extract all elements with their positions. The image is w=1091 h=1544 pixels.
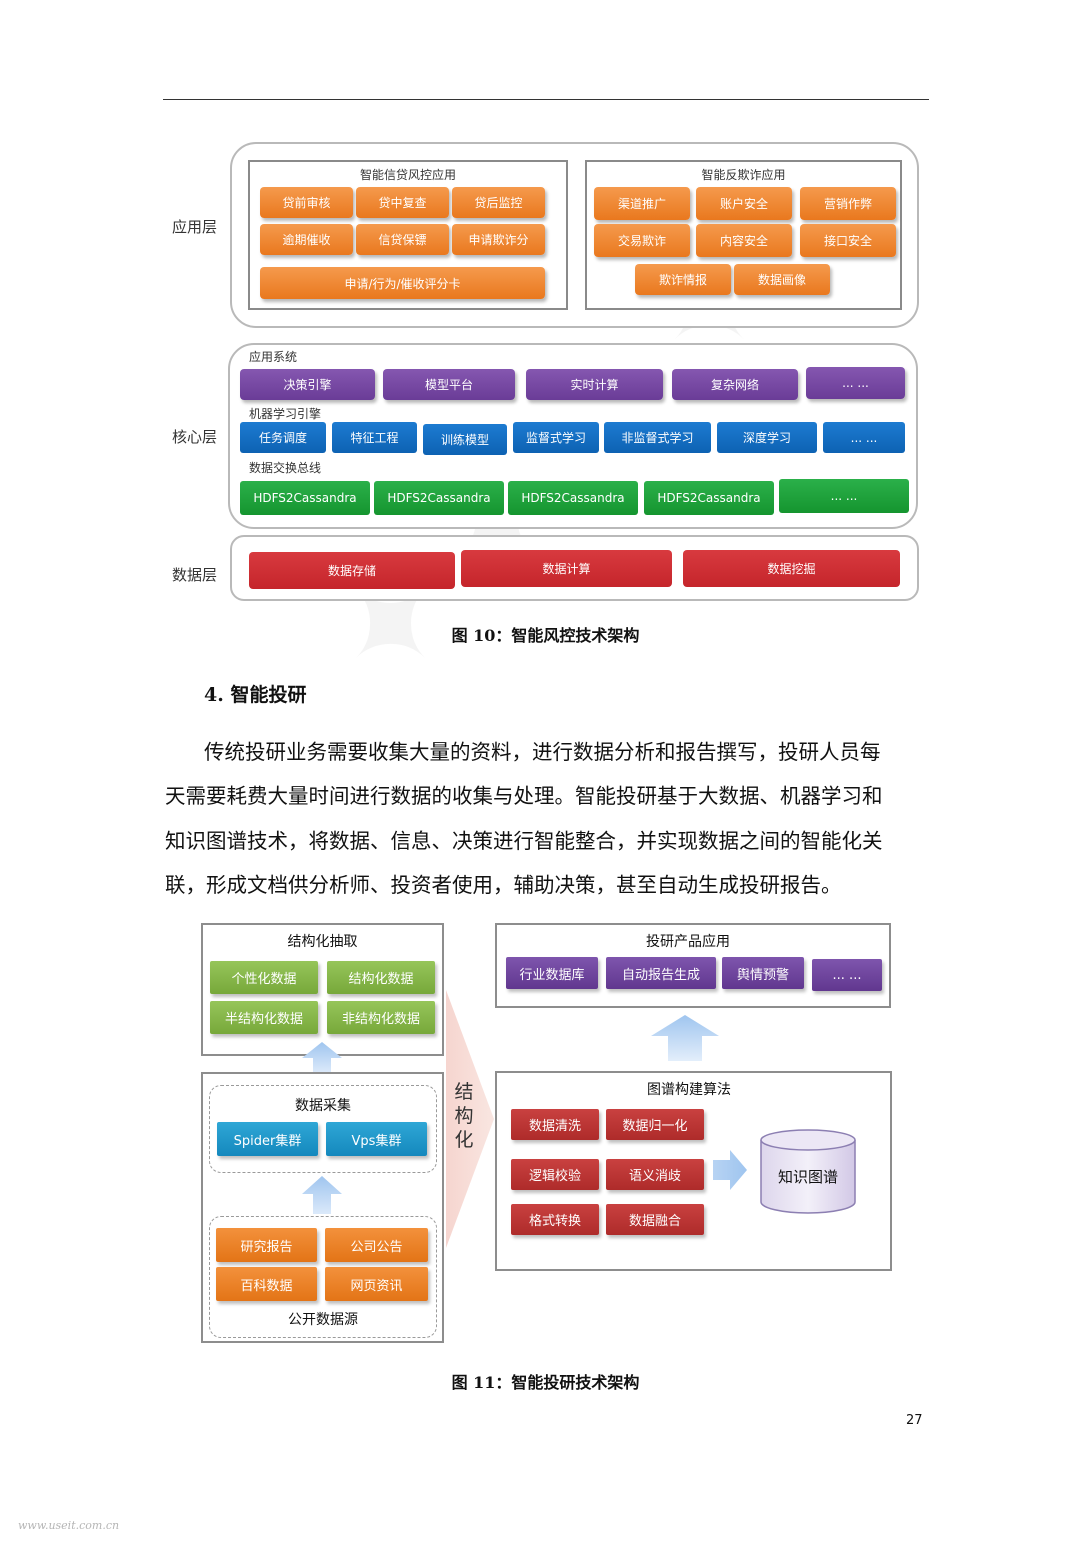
knowledge-graph-label: 知识图谱 [777,1168,838,1186]
header-rule [163,99,929,100]
paragraph-line: 传统投研业务需要收集大量的资料，进行数据分析和报告撰写，投研人员每 [204,740,881,764]
data-bus-item: HDFS2Cassandra [644,481,774,515]
credit-item: 贷后监控 [452,187,545,218]
layer-label-core: 核心层 [172,428,218,446]
app-system-item: 复杂网络 [672,369,798,400]
up-arrow-icon [302,1176,342,1214]
structuring-char: 化 [454,1129,474,1151]
source-item: 网页资讯 [325,1267,428,1301]
antifraud-item: 账户安全 [696,187,792,220]
data-layer-item: 数据挖掘 [683,550,900,587]
antifraud-item: 数据画像 [734,264,830,295]
ml-engine-item: 训练模型 [423,424,507,455]
paragraph-line: 知识图谱技术，将数据、信息、决策进行智能整合，并实现数据之间的智能化关 [165,829,883,853]
figure-10-caption: 图 10：智能风控技术架构 [451,626,640,645]
layer-label-data: 数据层 [172,566,218,584]
credit-item: 申请欺诈分 [452,224,545,255]
algo-item: 数据清洗 [511,1109,599,1140]
data-layer-item: 数据存储 [249,552,455,589]
antifraud-item: 内容安全 [696,224,792,257]
app-system-title: 应用系统 [249,350,298,364]
anti-fraud-title: 智能反欺诈应用 [701,168,786,182]
ml-engine-item: 监督式学习 [513,422,599,453]
data-bus-item: HDFS2Cassandra [508,481,638,515]
algo-item: 语义消歧 [606,1159,704,1190]
source-item: 公司公告 [325,1228,428,1262]
credit-item-scorecard: 申请/行为/催收评分卡 [260,267,545,299]
data-layer-item: 数据计算 [461,550,672,587]
ml-engine-item: 任务调度 [240,422,326,453]
app-system-item-more: ... ... [806,367,905,399]
structured-item: 非结构化数据 [327,1001,435,1034]
data-bus-item: HDFS2Cassandra [374,481,504,515]
up-arrow-icon [302,1042,342,1072]
product-item: 行业数据库 [506,957,598,989]
source-item: 研究报告 [216,1228,317,1262]
antifraud-item: 营销作弊 [800,187,896,220]
structuring-char: 构 [454,1105,474,1127]
ml-engine-item-more: ... ... [823,422,905,453]
product-item: 自动报告生成 [606,957,716,989]
collection-item: Vps集群 [326,1122,427,1156]
paragraph-line: 天需要耗费大量时间进行数据的收集与处理。智能投研基于大数据、机器学习和 [165,784,883,808]
graph-algorithm-title: 图谱构建算法 [647,1082,731,1098]
app-system-item: 模型平台 [383,369,515,400]
right-arrow-icon [713,1150,747,1190]
structured-item: 个性化数据 [210,961,318,994]
structuring-chevron-icon [446,990,494,1248]
up-arrow-icon [651,1015,719,1061]
algo-item: 数据融合 [606,1204,704,1235]
research-products-title: 投研产品应用 [646,934,730,950]
antifraud-item: 欺诈情报 [635,264,731,295]
data-bus-item: HDFS2Cassandra [240,481,370,515]
structured-extraction-title: 结构化抽取 [287,934,358,950]
page-number: 27 [906,1413,923,1428]
figure-11-caption: 图 11：智能投研技术架构 [451,1373,640,1392]
product-item: 舆情预警 [722,957,804,989]
ml-engine-item: 非监督式学习 [604,422,711,453]
credit-item: 信贷保镖 [356,224,449,255]
app-system-item: 实时计算 [526,369,663,400]
data-bus-item-more: ... ... [779,479,909,513]
layer-label-app: 应用层 [172,218,218,236]
structuring-char: 结 [454,1081,474,1103]
app-system-item: 决策引擎 [240,369,375,400]
antifraud-item: 交易欺诈 [594,224,690,257]
structuring-label: 结 构 化 [453,1080,475,1152]
public-sources-title: 公开数据源 [288,1312,358,1328]
structured-item: 结构化数据 [327,961,435,994]
antifraud-item: 接口安全 [800,224,896,257]
structured-item: 半结构化数据 [210,1001,318,1034]
section-heading: 4. 智能投研 [204,684,307,706]
ml-engine-title: 机器学习引擎 [249,407,322,421]
antifraud-item: 渠道推广 [594,187,690,220]
credit-item: 贷中复查 [356,187,449,218]
credit-risk-title: 智能信贷风控应用 [359,168,456,182]
algo-item: 逻辑校验 [511,1159,599,1190]
algo-item: 数据归一化 [606,1109,704,1140]
data-collection-title: 数据采集 [295,1098,351,1114]
site-watermark: www.useit.com.cn [18,1519,120,1532]
ml-engine-item: 特征工程 [332,422,417,453]
source-item: 百科数据 [216,1267,317,1301]
credit-item: 逾期催收 [260,224,353,255]
credit-item: 贷前审核 [260,187,353,218]
paragraph-line: 联，形成文档供分析师、投资者使用，辅助决策，甚至自动生成投研报告。 [165,873,842,897]
collection-item: Spider集群 [217,1122,318,1156]
data-bus-title: 数据交换总线 [249,461,322,475]
knowledge-graph-cylinder-icon [760,1129,856,1214]
ml-engine-item: 深度学习 [717,422,817,453]
product-item-more: ... ... [812,959,882,991]
algo-item: 格式转换 [511,1204,599,1235]
